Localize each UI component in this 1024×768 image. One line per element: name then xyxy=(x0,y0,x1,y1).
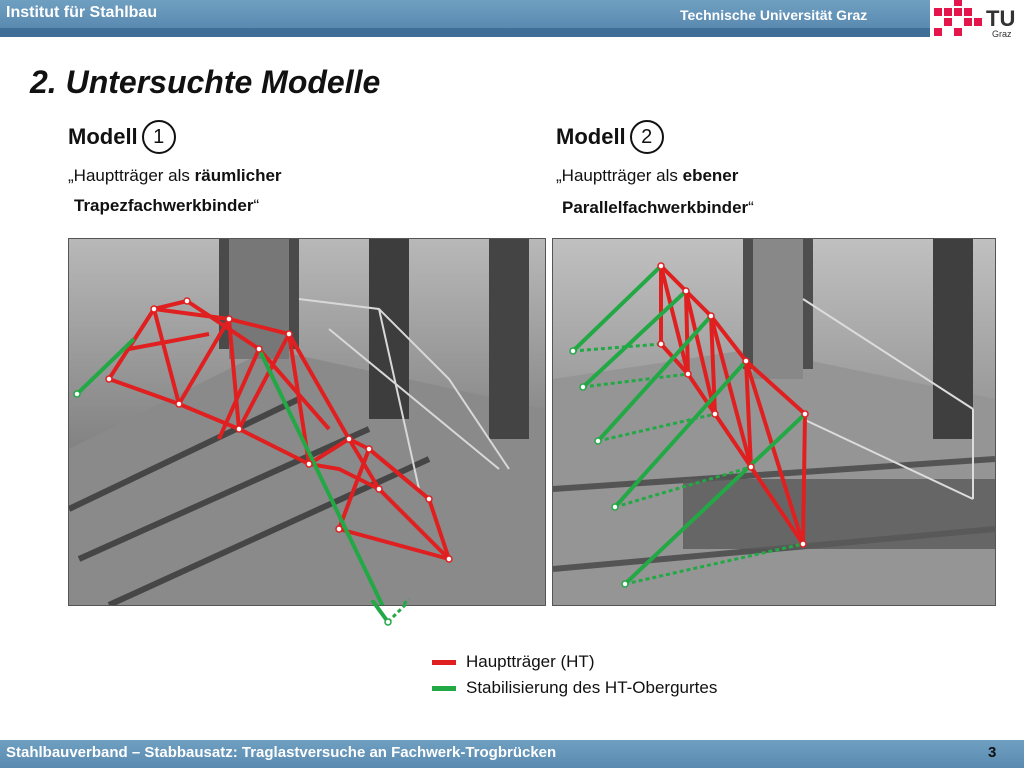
header-bar xyxy=(0,0,1024,28)
model-1-number: 1 xyxy=(141,120,176,154)
university-name: Technische Universität Graz xyxy=(680,7,868,23)
legend-red-swatch xyxy=(432,660,456,665)
footer-bar xyxy=(0,740,1024,768)
model-1-desc-bold: räumlicher xyxy=(194,166,282,185)
model-1-stabilization xyxy=(75,337,385,605)
footer-text: Stahlbauverband – Stabbausatz: Traglastv… xyxy=(6,744,557,761)
model-2-desc-prefix: „Hauptträger als xyxy=(556,166,683,185)
page-number: 3 xyxy=(988,744,997,761)
model-1-photo xyxy=(68,238,546,606)
page-title: 2. Untersuchte Modelle xyxy=(30,64,381,100)
model-2-description: „Hauptträger als ebener xyxy=(556,166,738,186)
model-1-desc-prefix: „Hauptträger als xyxy=(68,166,195,185)
model-2-label: Modell xyxy=(556,124,626,149)
logo-subtext: Graz xyxy=(992,29,1012,39)
model-2-desc-suffix: “ xyxy=(748,198,754,217)
model-1-stabilization-overhang xyxy=(370,600,408,626)
legend-green-swatch xyxy=(432,686,456,691)
model-1-label: Modell xyxy=(68,124,138,149)
tu-graz-logo: TU Graz xyxy=(930,0,1024,40)
model-1-description: „Hauptträger als räumlicher xyxy=(68,166,282,186)
model-2-description-line2: Parallelfachwerkbinder“ xyxy=(562,198,754,218)
legend-stabilization: Stabilisierung des HT-Obergurtes xyxy=(466,678,718,697)
legend-main-girder: Hauptträger (HT) xyxy=(466,652,595,671)
institute-name: Institut für Stahlbau xyxy=(6,4,158,21)
header-stripe xyxy=(0,28,1024,37)
model-2-photo xyxy=(552,238,996,606)
model-2-desc-bold: ebener xyxy=(682,166,739,185)
model-2-number: 2 xyxy=(629,120,664,154)
model-2-heading: Modell 2 xyxy=(556,120,664,154)
logo-text: TU xyxy=(986,6,1015,31)
model-1-heading: Modell 1 xyxy=(68,120,176,154)
model-1-desc-suffix: “ xyxy=(253,196,260,215)
model-1-desc-type: Trapezfachwerkbinder xyxy=(74,196,254,215)
model-2-desc-type: Parallelfachwerkbinder xyxy=(562,198,749,217)
model-1-description-line2: Trapezfachwerkbinder“ xyxy=(74,196,259,216)
